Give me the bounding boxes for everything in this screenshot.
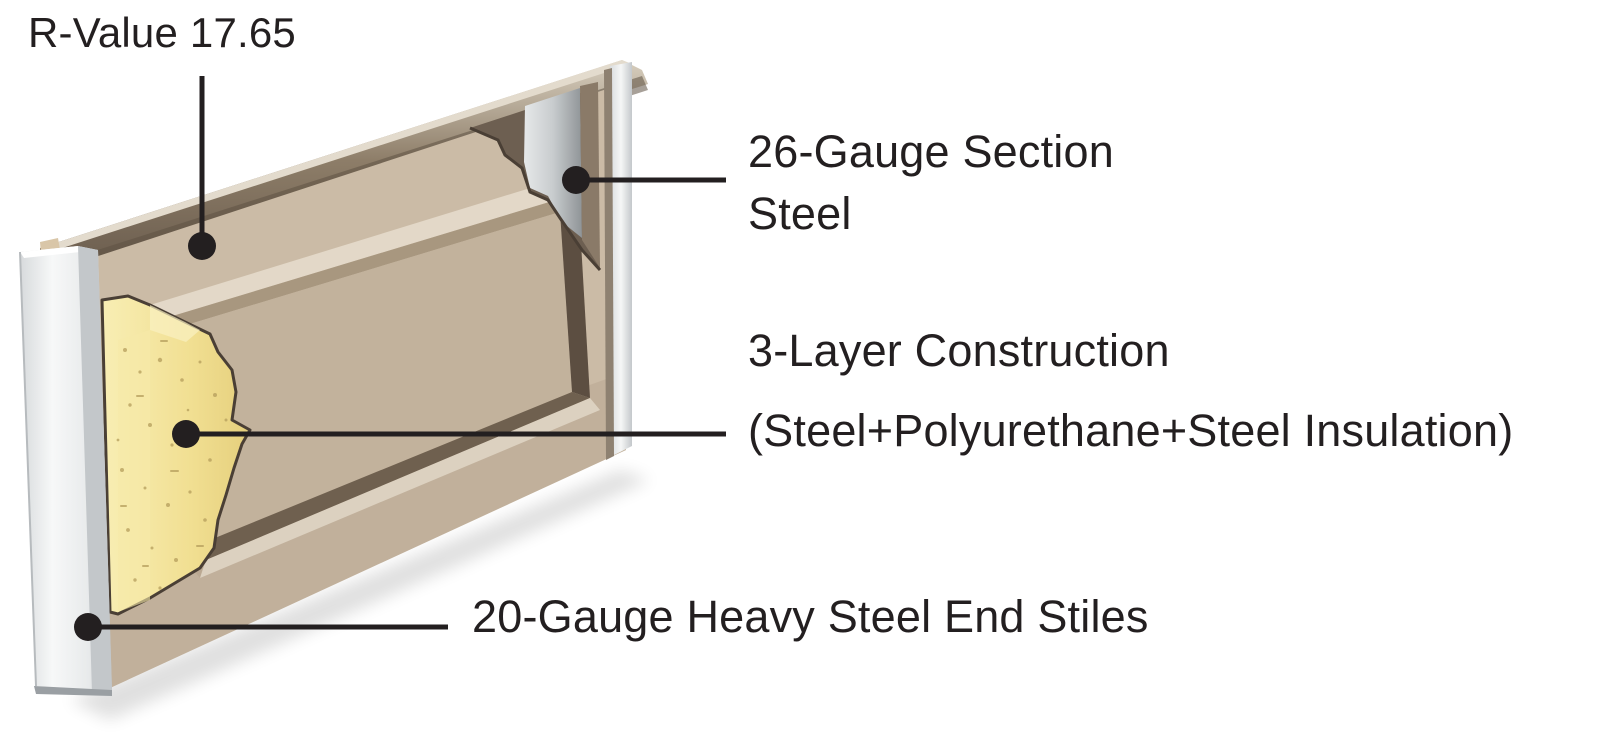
end-stiles-label: 20-Gauge Heavy Steel End Stiles (472, 591, 1149, 642)
section-steel-label-line1: 26-Gauge Section (748, 126, 1114, 177)
left-end-stile (19, 246, 112, 696)
construction-detail-label: (Steel+Polyurethane+Steel Insulation) (748, 405, 1514, 456)
leader-end-stiles (74, 613, 448, 641)
section-steel-label-line2: Steel (748, 188, 852, 239)
r-value-label: R-Value 17.65 (28, 9, 296, 56)
section-steel-label: 26-Gauge Section Steel (748, 121, 1114, 245)
leader-r-value (188, 76, 216, 260)
steel-section-cutaway (469, 82, 602, 272)
panel-shadow (70, 470, 650, 720)
polyurethane-foam-core (100, 294, 252, 616)
leader-3-layer (172, 420, 726, 448)
leader-section-steel (562, 166, 726, 194)
construction-title-label: 3-Layer Construction (748, 325, 1170, 376)
right-end-stile (604, 62, 632, 460)
